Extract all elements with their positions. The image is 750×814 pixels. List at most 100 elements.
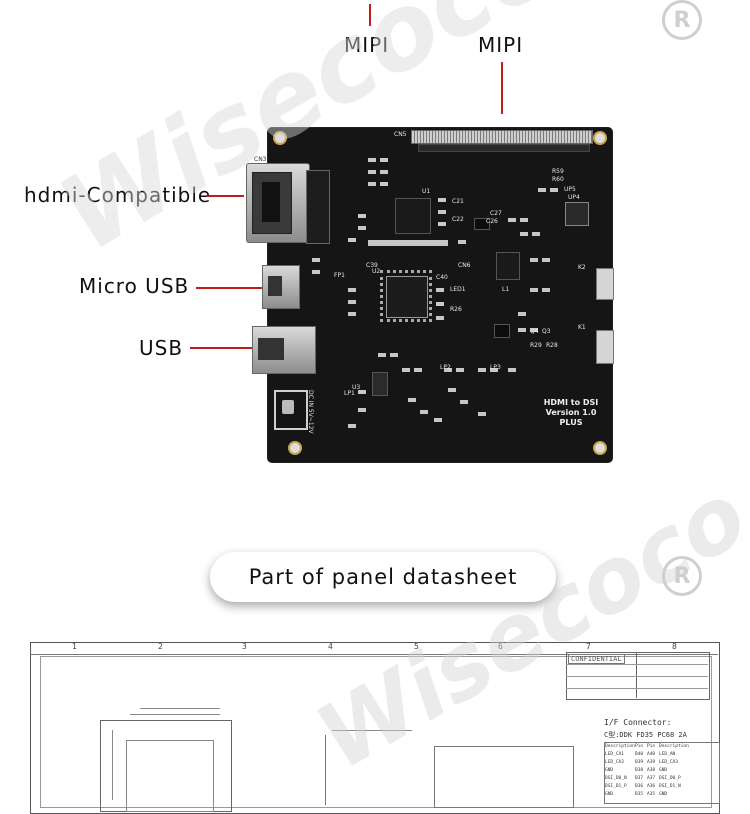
pin-table-cell: LED_CA1: [605, 752, 624, 757]
pin-table-cell: A36: [647, 784, 656, 789]
pin-table-cell: B38: [635, 768, 644, 773]
pin-table-header: Description: [605, 744, 635, 749]
hdmi-port-tongue: [262, 182, 280, 222]
silk-cn6: CN6: [458, 262, 471, 269]
pin-table-cell: LED_CA3: [659, 760, 678, 765]
silk-cn3: CN3: [254, 156, 267, 163]
pin-table-cell: A38: [647, 768, 656, 773]
usb-label: USB: [139, 336, 184, 360]
column-number: 6: [498, 642, 503, 651]
silk-c40: C40: [436, 274, 448, 281]
pin-table-cell: B37: [635, 776, 644, 781]
silk-c26: C26: [486, 218, 498, 225]
mipi-right-label: MIPI: [478, 33, 524, 57]
pin-table-header: Pin: [647, 744, 656, 749]
pin-table-cell: B35: [635, 792, 644, 797]
silk-lp3: LP3: [490, 364, 501, 371]
silk-fp1: FP1: [334, 272, 345, 279]
silk-r28: R28: [546, 342, 558, 349]
pin-table-cell: LED_CA2: [605, 760, 624, 765]
hdmi-label: hdmi-Compatible: [24, 183, 212, 207]
pin-table-cell: DSI_D0_N: [605, 776, 627, 781]
column-number: 4: [328, 642, 333, 651]
board-title-line2: Version 1.0: [545, 408, 597, 417]
pin-table-cell: A39: [647, 760, 656, 765]
mounting-hole-top-left: [273, 131, 287, 145]
board-title-line3: PLUS: [559, 418, 583, 427]
pin-table-cell: A35: [647, 792, 656, 797]
mipi-right-pointer-line: [501, 62, 503, 114]
column-number: 3: [242, 642, 247, 651]
mounting-hole-bottom-left: [288, 441, 302, 455]
micro-usb-pointer-line: [196, 287, 264, 289]
silk-k1: K1: [578, 324, 586, 331]
pin-table-cell: A37: [647, 776, 656, 781]
pin-table-cell: GND: [605, 792, 614, 797]
registered-mark-bottom: R: [662, 556, 702, 596]
mcu-chip-pins: [380, 270, 432, 322]
pin-table-cell: LED_AN: [659, 752, 676, 757]
pin-table-cell: DSI_D0_P: [659, 776, 681, 781]
silk-q3: Q3: [542, 328, 551, 335]
column-number: 8: [672, 642, 677, 651]
silk-u3: U3: [352, 384, 361, 391]
datasheet-column-ruler: 1 2 3 4 5 6 7 8: [30, 642, 718, 655]
pin-table-cell: GND: [659, 768, 668, 773]
pin-table: Description Pin Pin Description LED_CA1 …: [604, 742, 720, 804]
silk-l1: L1: [502, 286, 510, 293]
dc-in-pad-inner: [282, 400, 294, 414]
silk-lp1: LP1: [344, 390, 355, 397]
pin-table-cell: B40: [635, 752, 644, 757]
connector-part: C型:DDK FD35 PC68 2A: [604, 731, 687, 739]
silk-c22: C22: [452, 216, 464, 223]
confidential-stamp: CONFIDENTIAL: [568, 654, 625, 664]
silk-r60: R60: [552, 176, 564, 183]
silk-u2: U2: [372, 268, 381, 275]
usb-pointer-line: [190, 347, 252, 349]
dc-in-pad: [274, 390, 308, 430]
hdmi-receiver-chip: [395, 198, 431, 234]
side-view-box: [434, 746, 574, 808]
silk-u1: U1: [422, 188, 431, 195]
board-title-line1: HDMI to DSI: [543, 398, 599, 407]
silk-r26: R26: [450, 306, 462, 313]
silk-dc-in: DC IN 5V~12V: [307, 390, 314, 434]
pin-table-cell: GND: [659, 792, 668, 797]
silk-k2: K2: [578, 264, 586, 271]
mipi-left-pointer-line: [369, 4, 371, 26]
silk-up4: UP4: [568, 194, 580, 201]
mipi-left-label: MIPI: [344, 33, 390, 57]
hdmi-pointer-line: [206, 195, 244, 197]
button-k1: [596, 330, 614, 364]
silk-r59: R59: [552, 168, 564, 175]
usb-opening: [258, 338, 284, 360]
mounting-hole-top-right: [593, 131, 607, 145]
column-number: 7: [586, 642, 591, 651]
column-number: 1: [72, 642, 77, 651]
column-number: 5: [414, 642, 419, 651]
power-inductor: [565, 202, 589, 226]
section-title-pill: Part of panel datasheet: [210, 552, 556, 602]
silk-lp2: LP2: [440, 364, 451, 371]
button-k2: [596, 268, 614, 300]
panel-active-area: [126, 740, 214, 812]
registered-mark-top: R: [662, 0, 702, 40]
micro-usb-opening: [268, 276, 282, 296]
connector-title: I/F Connector:: [604, 718, 672, 727]
silk-led1: LED1: [450, 286, 466, 293]
silk-c39: C39: [366, 262, 378, 269]
micro-usb-label: Micro USB: [79, 274, 190, 298]
mounting-hole-bottom-right: [593, 441, 607, 455]
pin-table-cell: B36: [635, 784, 644, 789]
silk-c21: C21: [452, 198, 464, 205]
pin-table-cell: B39: [635, 760, 644, 765]
pin-table-header: Description: [659, 744, 689, 749]
regulator-chip: [496, 252, 520, 280]
silk-r29: R29: [530, 342, 542, 349]
silk-cn5: CN5: [394, 131, 407, 138]
mipi-fpc-connector: [411, 130, 593, 144]
pin-table-header: Pin: [635, 744, 644, 749]
column-number: 2: [158, 642, 163, 651]
silk-c27: C27: [490, 210, 502, 217]
section-title: Part of panel datasheet: [248, 565, 518, 589]
